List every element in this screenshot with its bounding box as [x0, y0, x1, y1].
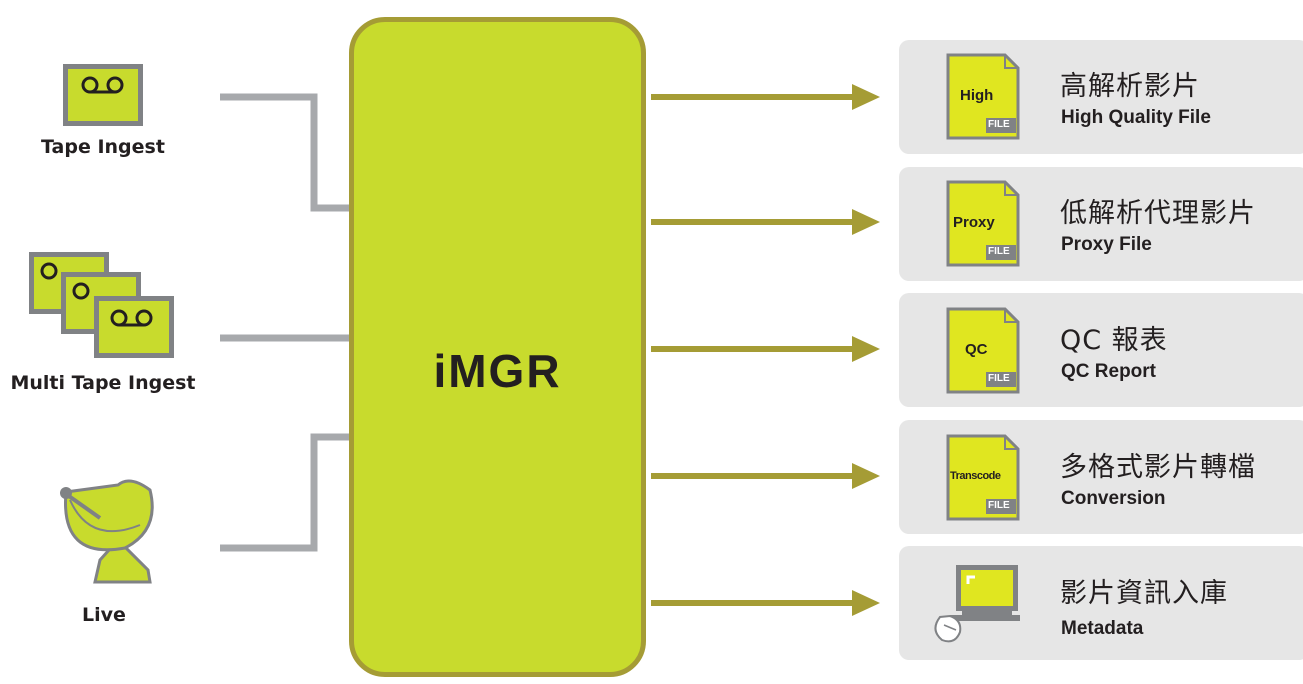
output-zh-conversion: 多格式影片轉檔: [1060, 452, 1256, 483]
satellite-dish-icon: [60, 479, 154, 584]
output-connectors: [651, 94, 856, 606]
file-doc-icon: [946, 307, 1020, 394]
doc-label-proxy: Proxy: [953, 214, 995, 231]
output-zh-metadata: 影片資訊入庫: [1060, 578, 1228, 609]
file-doc-icon: [946, 53, 1020, 140]
doc-badge-transcode: FILE: [988, 500, 1010, 511]
doc-label-high: High: [960, 87, 994, 104]
output-en-qc: QC Report: [1061, 361, 1156, 382]
multi-tape-icon: [29, 252, 174, 358]
output-zh-high: 高解析影片: [1060, 71, 1200, 102]
output-en-high: High Quality File: [1061, 107, 1211, 128]
output-en-proxy: Proxy File: [1061, 234, 1152, 255]
doc-badge-high: FILE: [988, 119, 1010, 130]
output-en-metadata: Metadata: [1061, 618, 1144, 639]
input-label-live: Live: [82, 604, 126, 626]
output-zh-proxy: 低解析代理影片: [1060, 198, 1256, 229]
imgr-hub: iMGR: [349, 17, 646, 677]
output-en-conversion: Conversion: [1061, 488, 1166, 509]
doc-badge-qc: FILE: [988, 373, 1010, 384]
output-arrowheads: [852, 84, 880, 616]
doc-badge-proxy: FILE: [988, 246, 1010, 257]
output-zh-qc: QC 報表: [1060, 325, 1168, 356]
input-label-multi-tape: Multi Tape Ingest: [10, 372, 196, 394]
file-doc-icon: [946, 434, 1020, 521]
tape-icon: [63, 64, 143, 126]
doc-label-qc: QC: [965, 341, 988, 358]
hub-title: iMGR: [433, 345, 562, 397]
doc-label-transcode: Transcode: [950, 470, 1001, 482]
computer-icon: [934, 565, 1020, 643]
file-doc-icon: [946, 180, 1020, 267]
input-label-tape: Tape Ingest: [41, 136, 165, 158]
input-connectors: [220, 93, 368, 552]
